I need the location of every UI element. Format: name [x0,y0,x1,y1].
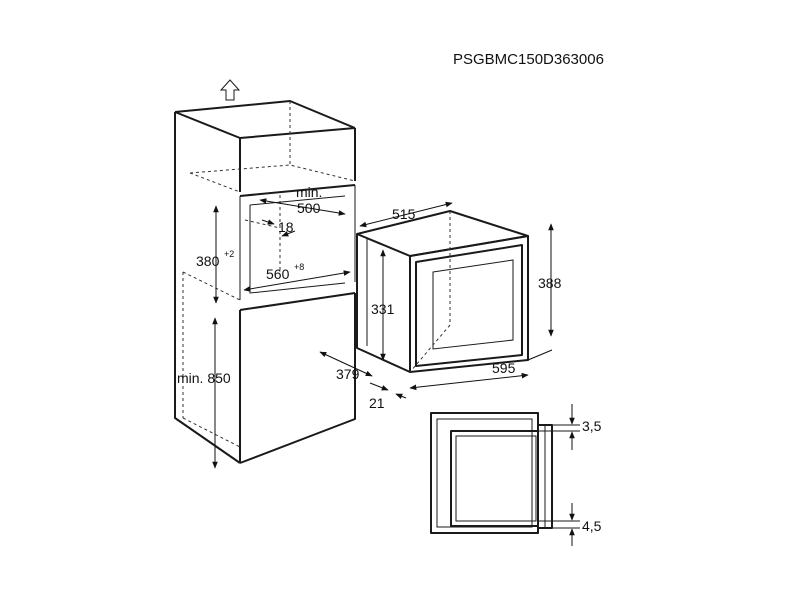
oven-dimensions: 515 388 331 379 595 21 [319,201,562,411]
tall-cabinet [174,79,356,464]
oven-height-total-value: 388 [538,275,562,291]
niche-width-min-value: 500 [297,200,321,216]
niche-height-tolerance: +2 [224,249,234,259]
niche-width-min-label: min. [296,184,322,200]
model-code: PSGBMC150D363006 [453,51,604,68]
door-thickness-value: 21 [369,395,385,411]
up-arrow-icon [219,79,241,101]
niche-width-tolerance: +8 [294,262,304,272]
install-height-value: min. 850 [177,370,231,386]
gap-top-value: 3,5 [582,418,602,434]
niche-height-value: 380 [196,253,220,269]
oven-height-body-value: 331 [371,301,395,317]
cabinet-dimensions: min. 500 18 380 +2 560 +8 min. 850 [177,184,351,469]
gap-bottom-value: 4,5 [582,518,602,534]
oven-depth-body-value: 379 [336,366,360,382]
oven-top-depth-value: 515 [392,206,416,222]
niche-width-value-2: 560 [266,266,290,282]
frame-thickness-value: 18 [278,219,294,235]
gap-detail-section: 3,5 4,5 [430,404,602,546]
oven-front-width-value: 595 [492,360,516,376]
